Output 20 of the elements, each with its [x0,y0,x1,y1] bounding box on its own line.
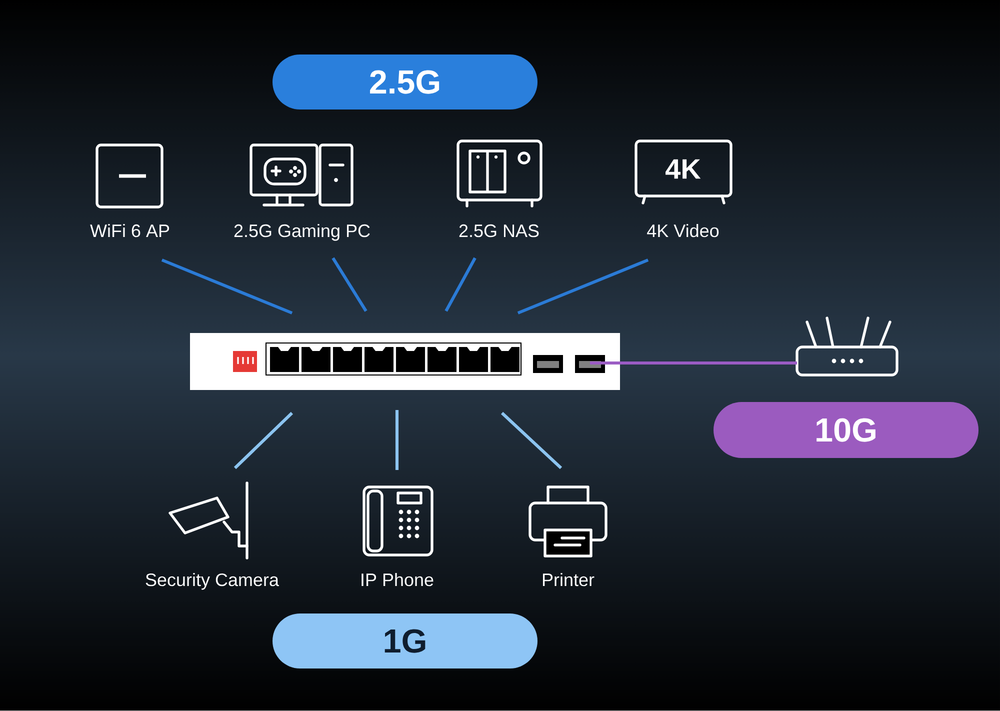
device-label: Printer [542,572,594,586]
connector-line [517,258,649,314]
speed-badge: 1G [272,614,538,668]
connector-line [161,258,293,314]
connector-line [234,412,294,470]
network-switch-drawing [190,333,620,390]
device-label: Security Camera [146,572,279,590]
connector-line [395,410,399,470]
device-label: 4K Video [647,224,719,238]
connector-line [500,412,562,470]
connector-line [444,257,476,312]
device-label: WiFi 6 AP [90,224,170,238]
connector-line [332,257,368,312]
speed-badge: 10G [714,402,978,458]
device-label: 2.5G Gaming PC [234,224,370,241]
router-icon [796,316,898,376]
device-label: IP Phone [362,572,434,586]
connector-line [590,361,797,365]
device-label: 2.5G NAS [459,224,539,238]
speed-badge: 2.5G [272,54,538,110]
